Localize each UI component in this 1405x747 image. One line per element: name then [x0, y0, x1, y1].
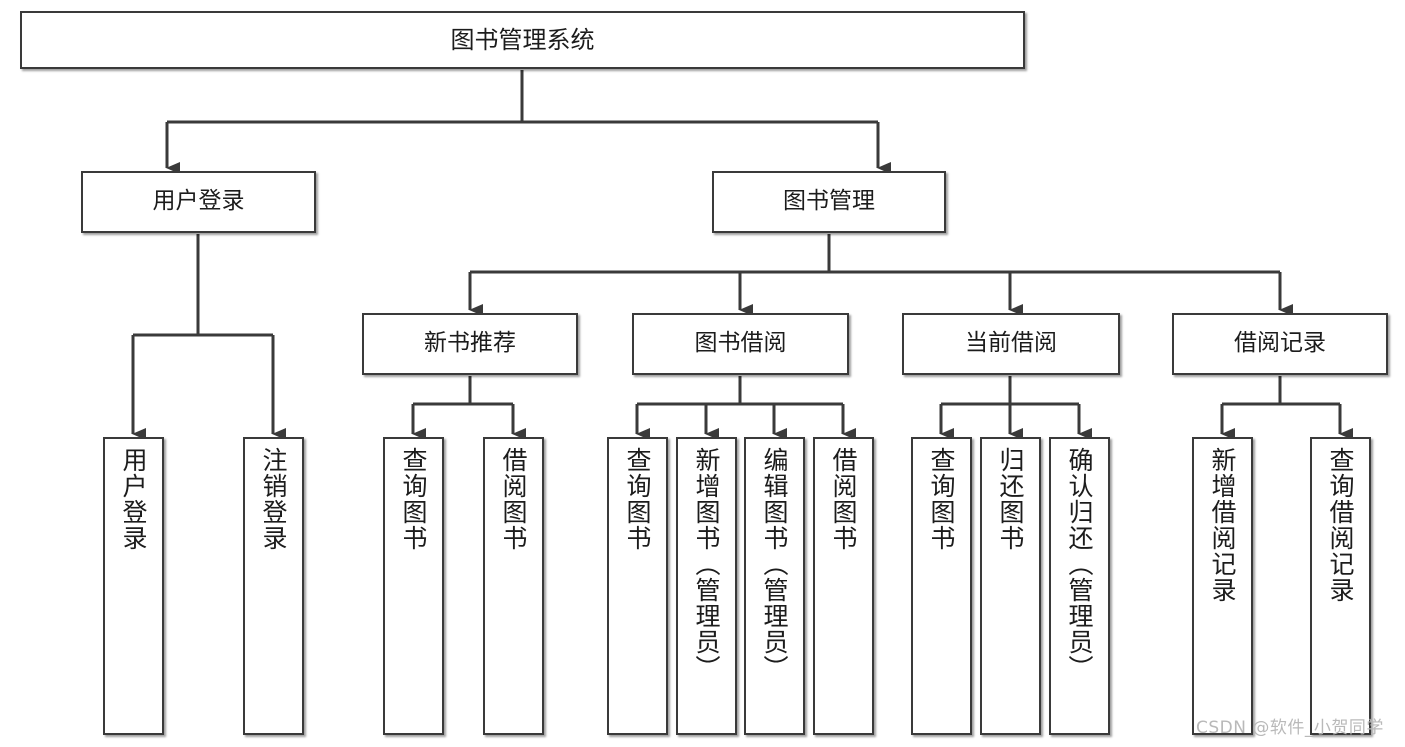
node-leaf-add-book[interactable]: 新增图书（管理员） — [676, 437, 737, 735]
node-leaf-query-book-3-label: 查询图书 — [927, 447, 956, 551]
node-leaf-query-book-2-label: 查询图书 — [623, 447, 652, 551]
node-user-login-label: 用户登录 — [152, 188, 245, 215]
csdn-watermark: CSDN @软件_小贺同学 — [1196, 718, 1384, 738]
node-leaf-logout-label: 注销登录 — [259, 447, 288, 551]
node-book-borrow-label: 图书借阅 — [694, 330, 787, 357]
node-book-manage-label: 图书管理 — [783, 188, 875, 215]
node-leaf-query-book-2[interactable]: 查询图书 — [607, 437, 668, 735]
node-leaf-return-book-label: 归还图书 — [996, 447, 1025, 551]
node-leaf-add-book-label: 新增图书（管理员） — [692, 447, 721, 681]
node-leaf-return-book[interactable]: 归还图书 — [980, 437, 1041, 735]
node-leaf-user-login[interactable]: 用户登录 — [103, 437, 164, 735]
node-book-manage[interactable]: 图书管理 — [712, 171, 946, 233]
node-new-book-recommend[interactable]: 新书推荐 — [362, 313, 578, 375]
node-leaf-query-book-1[interactable]: 查询图书 — [383, 437, 444, 735]
node-root[interactable]: 图书管理系统 — [20, 11, 1025, 69]
node-root-label: 图书管理系统 — [450, 25, 595, 54]
node-book-borrow[interactable]: 图书借阅 — [632, 313, 849, 375]
node-leaf-query-record-label: 查询借阅记录 — [1326, 447, 1355, 603]
node-leaf-add-record[interactable]: 新增借阅记录 — [1192, 437, 1253, 735]
node-leaf-borrow-book-1-label: 借阅图书 — [499, 447, 528, 551]
node-leaf-confirm-return-label: 确认归还（管理员） — [1065, 447, 1094, 681]
node-leaf-edit-book[interactable]: 编辑图书（管理员） — [744, 437, 805, 735]
node-leaf-logout[interactable]: 注销登录 — [243, 437, 304, 735]
node-leaf-user-login-label: 用户登录 — [119, 447, 148, 551]
node-current-borrow[interactable]: 当前借阅 — [902, 313, 1120, 375]
node-leaf-borrow-book-2[interactable]: 借阅图书 — [813, 437, 874, 735]
node-leaf-add-record-label: 新增借阅记录 — [1208, 447, 1237, 603]
node-leaf-borrow-book-2-label: 借阅图书 — [829, 447, 858, 551]
node-borrow-record[interactable]: 借阅记录 — [1172, 313, 1388, 375]
node-leaf-borrow-book-1[interactable]: 借阅图书 — [483, 437, 544, 735]
node-leaf-query-book-3[interactable]: 查询图书 — [911, 437, 972, 735]
node-leaf-query-book-1-label: 查询图书 — [399, 447, 428, 551]
node-borrow-record-label: 借阅记录 — [1234, 330, 1326, 357]
node-leaf-query-record[interactable]: 查询借阅记录 — [1310, 437, 1371, 735]
node-user-login[interactable]: 用户登录 — [81, 171, 316, 233]
node-current-borrow-label: 当前借阅 — [965, 330, 1057, 357]
node-leaf-edit-book-label: 编辑图书（管理员） — [760, 447, 789, 681]
node-new-book-recommend-label: 新书推荐 — [424, 330, 516, 357]
node-leaf-confirm-return[interactable]: 确认归还（管理员） — [1049, 437, 1110, 735]
